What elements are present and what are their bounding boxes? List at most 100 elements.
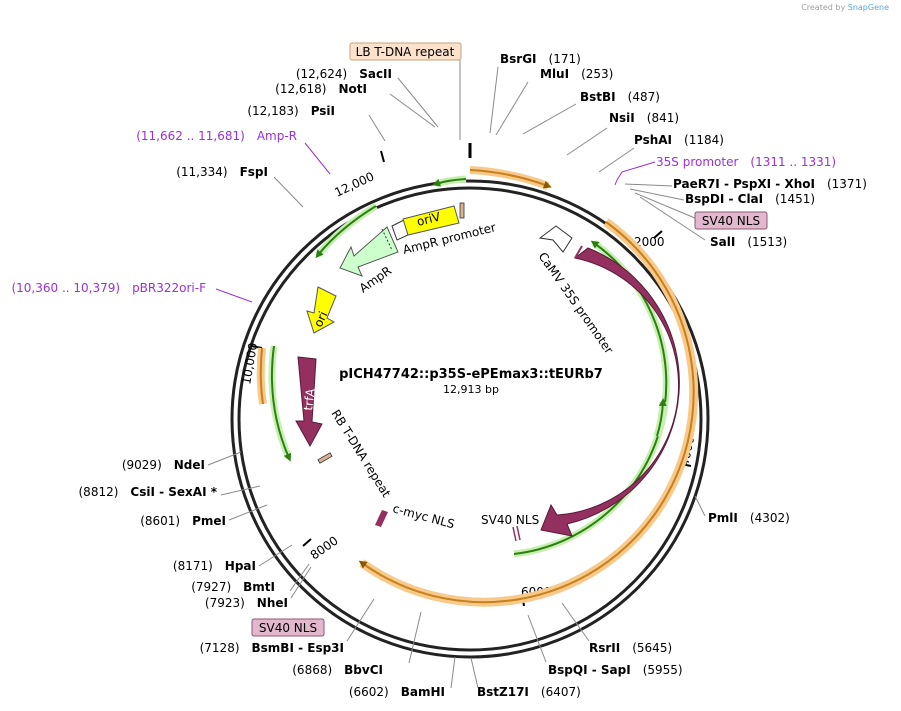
green-arc-right-short <box>653 398 667 438</box>
enzyme-sacii: SacII <box>359 67 392 81</box>
primer-lines <box>215 142 656 303</box>
enzyme-noti: NotI <box>339 82 368 96</box>
enzyme-bspdi: BspDI - ClaI <box>685 192 763 206</box>
green-arc-left <box>315 203 378 259</box>
enzyme-csii-pos: (8812) <box>79 485 119 499</box>
ori-label: ori <box>311 309 330 329</box>
svg-text:(10,360 .. 10,379)pBR322ori-F: (10,360 .. 10,379) pBR322ori-F <box>11 281 206 295</box>
orange-arc-big <box>358 218 699 607</box>
enzyme-pmei-pos: (8601) <box>140 514 180 528</box>
rb-tdna-label: RB T-DNA repeat <box>328 407 393 500</box>
sv40-nls-box-top-label: SV40 NLS <box>702 214 760 228</box>
enzyme-pmei: PmeI <box>192 514 226 528</box>
enzyme-bstbi: BstBI <box>580 90 616 104</box>
lb-tdna-mark <box>459 202 465 219</box>
credit-prefix: Created by <box>801 3 846 12</box>
tick-label-8000: 8000 <box>308 533 341 562</box>
svg-text:(6868)BbvCI: (6868)BbvCI <box>292 663 383 677</box>
trfa-label: trfA <box>301 387 318 411</box>
enzyme-ndei-pos: (9029) <box>122 458 162 472</box>
ori-arrow <box>306 286 337 334</box>
enzyme-bsmbi-pos: (7128) <box>200 641 240 655</box>
svg-text:35S promoter(1311 .. 1331): 35S promoter(1311 .. 1331) <box>656 155 836 169</box>
tick-12000 <box>380 150 385 163</box>
svg-text:(12,624)SacII: (12,624)SacII <box>296 67 392 81</box>
enzyme-bstz17i: BstZ17I <box>477 685 529 699</box>
trfa-arrow <box>295 356 323 448</box>
sv40-nls-inner-a <box>512 526 517 542</box>
enzyme-rsrii-pos: (5645) <box>632 641 672 655</box>
enzyme-noti-pos: (12,618) <box>275 82 326 96</box>
enzyme-paer7i-pos: (1371) <box>827 177 867 191</box>
enzyme-sali: SalI <box>710 235 735 249</box>
enzyme-nhei-pos: (7923) <box>205 596 245 610</box>
svg-text:MluI(253): MluI (253) <box>540 67 613 81</box>
svg-text:(7927)BmtI: (7927)BmtI <box>191 580 275 594</box>
green-arc-lower-left <box>268 345 293 462</box>
credit-brand: SnapGene <box>847 3 889 12</box>
cas9-arrow <box>540 247 680 537</box>
enzyme-bsmbi: BsmBI - Esp3I <box>252 641 344 655</box>
enzyme-bstz17i-pos: (6407) <box>541 685 581 699</box>
enzyme-bspqi: BspQI - SapI <box>548 663 631 677</box>
svg-text:BspDI - ClaI(1451): BspDI - ClaI (1451) <box>685 192 815 206</box>
enzyme-pmli: PmlI <box>708 511 738 525</box>
primer-ampr: Amp-R <box>257 129 297 143</box>
primer-pbr322ori: pBR322ori-F <box>132 281 206 295</box>
oriv-arrow <box>402 205 460 236</box>
cas9-label: Cas9 <box>617 381 635 412</box>
enzyme-pshai-pos: (1184) <box>684 133 724 147</box>
enzyme-bspqi-pos: (5955) <box>643 663 683 677</box>
lb-tdna-box <box>349 42 462 61</box>
tick-2000 <box>653 230 663 239</box>
enzyme-nhei: NheI <box>257 596 288 610</box>
enzyme-ndei: NdeI <box>174 458 205 472</box>
enzyme-rsrii: RsrII <box>589 641 620 655</box>
enzyme-psii: PsiI <box>311 104 335 118</box>
enzyme-bmti: BmtI <box>243 580 275 594</box>
sv40-nls-inner-b <box>516 525 521 541</box>
enzyme-bbvci-pos: (6868) <box>292 663 332 677</box>
orange-arc-top <box>469 166 552 190</box>
enzyme-bstbi-pos: (487) <box>628 90 660 104</box>
rb-tdna-mark <box>317 452 333 464</box>
enzyme-psii-pos: (12,183) <box>247 104 298 118</box>
orange-arc-left <box>256 347 267 405</box>
sv40-nls-box-top <box>694 211 768 230</box>
primer-35s-range: (1311 .. 1331) <box>750 155 836 169</box>
svg-text:(11,334)FspI: (11,334)FspI <box>176 165 268 179</box>
svg-text:(8601)PmeI: (8601) PmeI <box>140 514 226 528</box>
svg-text:(8812)CsiI - SexAI *: (8812) CsiI - SexAI * <box>79 485 218 499</box>
enzyme-hpai: HpaI <box>225 559 256 573</box>
enzyme-mlui-pos: (253) <box>581 67 613 81</box>
green-arc-top <box>432 175 467 188</box>
enzyme-pmli-pos: (4302) <box>750 511 790 525</box>
oriv-label: oriV <box>415 209 442 229</box>
svg-text:PshAI(1184): PshAI (1184) <box>634 133 724 147</box>
svg-text:(12,183)PsiI: (12,183) PsiI <box>247 104 335 118</box>
svg-text:(7128)BsmBI - Esp3I: (7128) BsmBI - Esp3I <box>200 641 344 655</box>
enzyme-pshai: PshAI <box>634 133 672 147</box>
enzyme-hpai-pos: (8171) <box>173 559 213 573</box>
enzyme-bamhi: BamHI <box>401 685 445 699</box>
enzyme-bspdi-pos: (1451) <box>775 192 815 206</box>
tick-label-2000: 2000 <box>634 235 665 249</box>
svg-text:BspQI - SapI(5955): BspQI - SapI (5955) <box>548 663 683 677</box>
svg-text:(8171)HpaI: (8171) HpaI <box>173 559 256 573</box>
backbone-outer <box>230 179 710 659</box>
svg-text:(11,662 .. 11,681)Amp-R: (11,662 .. 11,681)Amp-R <box>136 129 297 143</box>
enzyme-sali-pos: (1513) <box>747 235 787 249</box>
cmyc-nls-mark <box>375 510 388 527</box>
enzyme-nsii-pos: (841) <box>647 111 679 125</box>
tick-10000 <box>250 345 263 349</box>
camv35s-arrow <box>538 225 573 253</box>
plasmid-length: 12,913 bp <box>443 383 499 396</box>
enzyme-csii: CsiI - SexAI * <box>130 485 217 499</box>
primer-pbr322ori-range: (10,360 .. 10,379) <box>11 281 120 295</box>
svg-text:(6602)BamHI: (6602)BamHI <box>349 685 445 699</box>
enzyme-mlui: MluI <box>540 67 569 81</box>
tick-label-12000: 12,000 <box>332 169 376 199</box>
svg-text:BsrGI(171): BsrGI(171) <box>500 52 581 66</box>
svg-text:(12,618)NotI: (12,618) NotI <box>275 82 367 96</box>
